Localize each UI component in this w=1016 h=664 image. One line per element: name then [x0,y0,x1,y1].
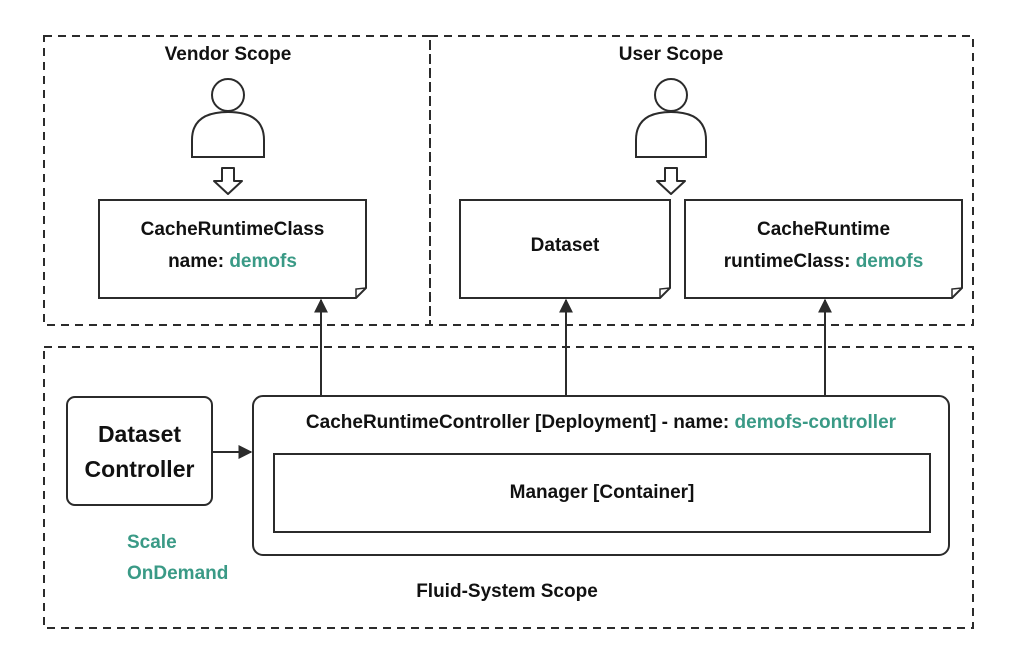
fluid-system-scope-label: Fluid-System Scope [416,581,598,602]
cache-runtime-class-card [98,199,367,299]
cache-runtime-class-title: CacheRuntimeClass [140,219,325,240]
user-scope-label: User Scope [618,44,724,65]
vendor-scope-label: Vendor Scope [164,44,292,65]
dataset-title: Dataset [530,235,600,256]
cache-runtime-title: CacheRuntime [756,219,891,240]
name-label: name: [168,251,225,272]
cache-runtime-controller-title: CacheRuntimeController [Deployment] - na… [253,412,949,434]
vendor-down-arrow-icon [213,167,243,195]
user-person-icon [635,78,707,158]
dataset-controller-line1: Dataset [97,421,182,447]
runtime-class-label: runtimeClass: [723,251,851,272]
vendor-person-icon [191,78,265,158]
cache-runtime-card [684,199,963,299]
scale-on-demand-line1: Scale [127,532,177,553]
vendor-scope-boundary [43,35,431,326]
user-down-arrow-icon [656,167,686,195]
manager-container-box [273,453,931,533]
runtime-class-name-value: demofs [229,251,297,272]
cache-runtime-class-name-line: name: demofs [99,251,366,273]
fluid-system-scope-boundary [43,346,974,629]
controller-title-prefix: CacheRuntimeController [Deployment] - na… [305,412,730,433]
scale-on-demand-line2: OnDemand [127,563,229,584]
dataset-controller-line2: Controller [84,456,195,482]
user-scope-boundary [429,35,974,326]
dataset-card [459,199,671,299]
cache-runtime-class-line: runtimeClass: demofs [685,251,962,273]
controller-name-value: demofs-controller [734,412,897,433]
dataset-controller-box [66,396,213,506]
manager-container-title: Manager [Container] [509,482,695,503]
runtime-class-value: demofs [855,251,924,272]
